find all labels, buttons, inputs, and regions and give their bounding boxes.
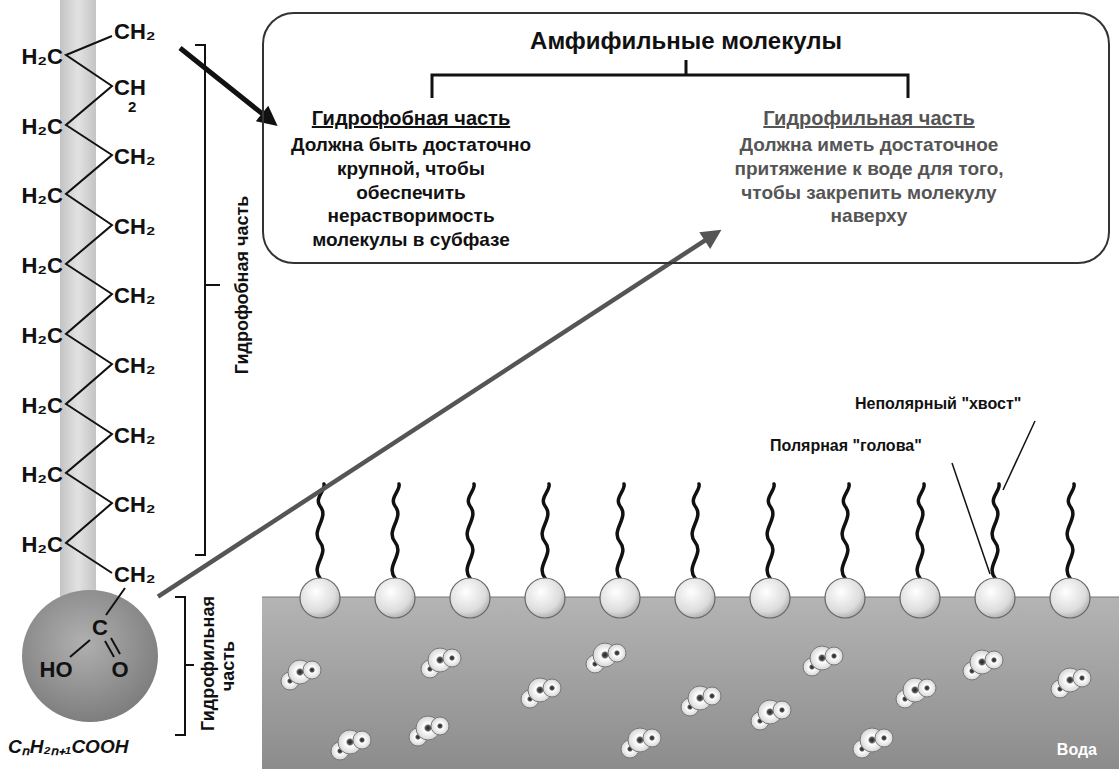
leader-line [1003, 421, 1035, 490]
head-shape [22, 590, 158, 722]
water-molecule [896, 678, 936, 708]
heading-text: Гидрофильная часть [724, 106, 1014, 131]
atom-label: HO [40, 659, 73, 681]
atom-label: H₂C [21, 255, 63, 277]
water-molecule [331, 730, 371, 760]
atom-label: CH₂ [114, 494, 156, 516]
arrow-connector [180, 48, 266, 117]
atom-label: CH₂ [114, 21, 156, 43]
bond-line [70, 640, 90, 657]
water-molecule [281, 660, 321, 690]
callout-label: Полярная "голова" [770, 437, 922, 455]
water-molecule [803, 646, 843, 676]
atom-label: CH₂ [114, 216, 156, 238]
bond-line [111, 638, 120, 654]
amphiphile-molecule [1050, 484, 1090, 618]
atom-label: CH₂ [114, 146, 156, 168]
amphiphile-molecule [300, 484, 340, 618]
water-molecule [586, 643, 626, 673]
amphiphile-molecule [375, 484, 415, 618]
body-text: Должна иметь достаточное притяжение к во… [724, 133, 1014, 228]
atom-label: H₂C [21, 325, 63, 347]
heading-text: Гидрофобная часть [280, 106, 542, 131]
title-bracket [432, 60, 908, 98]
water-molecule [409, 716, 449, 746]
carbon-chain: CH₂H₂CCH2H₂CCH₂H₂CCH₂H₂CCH₂H₂CCH₂H₂CCH₂H… [0, 0, 180, 600]
water-molecule [681, 686, 721, 716]
water-region: Вода [262, 597, 1119, 769]
atom-label: H₂C [21, 464, 63, 486]
atom-label: H₂C [21, 46, 63, 68]
atom-label: C [92, 617, 108, 639]
bond-line [106, 588, 125, 615]
atom-label: CH₂ [114, 425, 156, 447]
head-ellipse [22, 590, 158, 722]
bracket-label: Гидрофобная часть [233, 175, 253, 395]
atom-label: CH₂ [114, 285, 156, 307]
atom-label: H₂C [21, 116, 63, 138]
water-band [262, 597, 1119, 769]
monolayer [300, 484, 1090, 618]
hydrophobic-section: Гидрофобная частьДолжна быть достаточно … [280, 106, 542, 252]
chain-band [60, 0, 96, 600]
leader-line [952, 463, 990, 574]
water-molecule [853, 728, 893, 758]
amphiphile-molecule [750, 484, 790, 618]
water-molecule [1051, 668, 1091, 698]
heading-text: Амфифильные молекулы [264, 26, 1108, 56]
amphiphile-molecule [675, 484, 715, 618]
body-text: Должна быть достаточно крупной, чтобы об… [280, 133, 542, 252]
amphiphile-molecule [975, 484, 1015, 618]
heading-text: Вода [1057, 741, 1097, 759]
atom-label: CH₂ [114, 355, 156, 377]
atom-label: CH₂ [114, 564, 156, 586]
amphiphile-molecule [525, 484, 565, 618]
amphiphile-molecule [825, 484, 865, 618]
hydrophilic-bracket [175, 597, 194, 735]
water-molecules [281, 643, 1091, 760]
bracket-label: Гидрофильная часть [199, 601, 239, 731]
atom-label: 2 [128, 99, 136, 114]
atom-label: H₂C [21, 185, 63, 207]
water-molecule [421, 648, 461, 678]
callout-label: Неполярный "хвост" [855, 395, 1021, 413]
atom-label: O [111, 659, 128, 681]
amphiphile-panel: Амфифильные молекулыГидрофобная частьДол… [262, 12, 1110, 264]
hydrophilic-section: Гидрофильная частьДолжна иметь достаточн… [724, 106, 1014, 228]
water-molecule [963, 650, 1003, 680]
carbon-chain-bonds [66, 36, 112, 573]
carboxyl-head: C HO O [22, 590, 158, 722]
atom-label: H₂C [21, 395, 63, 417]
general-formula: CₙH₂ₙ₊₁COOH [8, 737, 128, 758]
water-molecule [751, 700, 791, 730]
amphiphile-molecule [600, 484, 640, 618]
atom-label: CH [114, 77, 146, 99]
water-molecule [521, 678, 561, 708]
bond-line [105, 641, 114, 657]
amphiphile-molecule [450, 484, 490, 618]
amphiphile-molecule [900, 484, 940, 618]
hydrophobic-bracket [195, 45, 220, 555]
water-molecule [621, 728, 661, 758]
atom-label: H₂C [21, 534, 63, 556]
